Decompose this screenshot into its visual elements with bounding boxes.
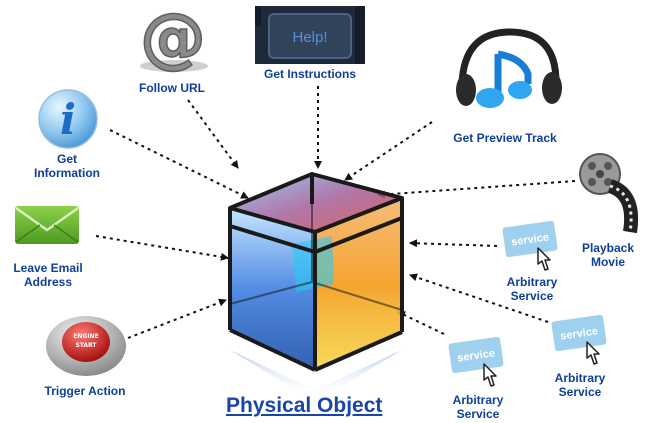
arrow-follow-url <box>187 99 239 169</box>
service-card-text: service <box>511 231 550 248</box>
playback-movie-label-line-2: Movie <box>590 255 625 269</box>
engine-text: ENGINE <box>73 333 98 340</box>
physical-object-cube-icon <box>212 164 420 402</box>
follow-url-label: Follow URL <box>139 81 205 95</box>
trigger-action-label: Trigger Action <box>44 384 126 398</box>
svg-text:@: @ <box>140 6 206 74</box>
get-information-label-line-1: Get <box>56 152 77 166</box>
arbitrary-service-3-line-2: Service <box>456 407 500 421</box>
get-instructions-label: Get Instructions <box>263 67 356 81</box>
help-key-text: Help! <box>292 29 327 46</box>
at-sign-icon: @ <box>130 0 216 77</box>
arrow-leave-email <box>95 235 229 261</box>
arrow-playback-movie <box>377 180 576 199</box>
film-reel-icon <box>570 150 646 234</box>
playback-movie-label-line-1: Playback <box>581 241 635 255</box>
service-card-icon: service <box>551 312 617 368</box>
service-card-icon: service <box>502 218 568 274</box>
leave-email-label-line-1: Leave Email <box>13 261 83 275</box>
arbitrary-service-1-line-1: Arbitrary <box>506 275 558 289</box>
service-card-icon: service <box>448 334 514 390</box>
info-icon: i <box>34 88 102 150</box>
arrow-arbitrary-service-2 <box>409 273 549 323</box>
arbitrary-service-3-label: Arbitrary Service <box>438 393 518 421</box>
arrow-get-information <box>109 129 249 199</box>
arrow-arbitrary-service-1 <box>409 239 498 248</box>
arbitrary-service-3-line-1: Arbitrary <box>452 393 504 407</box>
get-information-label-line-2: Information <box>34 166 100 180</box>
arbitrary-service-1-line-2: Service <box>510 289 554 303</box>
svg-text:i: i <box>60 95 76 144</box>
arrow-arbitrary-service-3 <box>397 311 445 335</box>
playback-movie-label: Playback Movie <box>568 241 648 269</box>
arbitrary-service-2-line-1: Arbitrary <box>554 371 606 385</box>
get-information-label: Get Information <box>22 152 112 180</box>
physical-object-title[interactable]: Physical Object <box>226 394 383 417</box>
leave-email-address-label: Leave Email Address <box>2 261 94 289</box>
help-key-icon: Help! <box>235 6 375 64</box>
headphones-music-note-icon <box>452 24 564 122</box>
envelope-icon <box>14 204 80 246</box>
arbitrary-service-2-line-2: Service <box>558 385 602 399</box>
engine-start-button-icon: ENGINE START <box>42 310 132 378</box>
arbitrary-service-2-label: Arbitrary Service <box>540 371 620 399</box>
service-card-text: service <box>457 347 496 364</box>
leave-email-label-line-2: Address <box>23 275 73 289</box>
arbitrary-service-1-label: Arbitrary Service <box>492 275 572 303</box>
get-preview-track-label: Get Preview Track <box>453 131 557 145</box>
service-card-text: service <box>560 325 599 342</box>
start-text: START <box>75 342 97 349</box>
